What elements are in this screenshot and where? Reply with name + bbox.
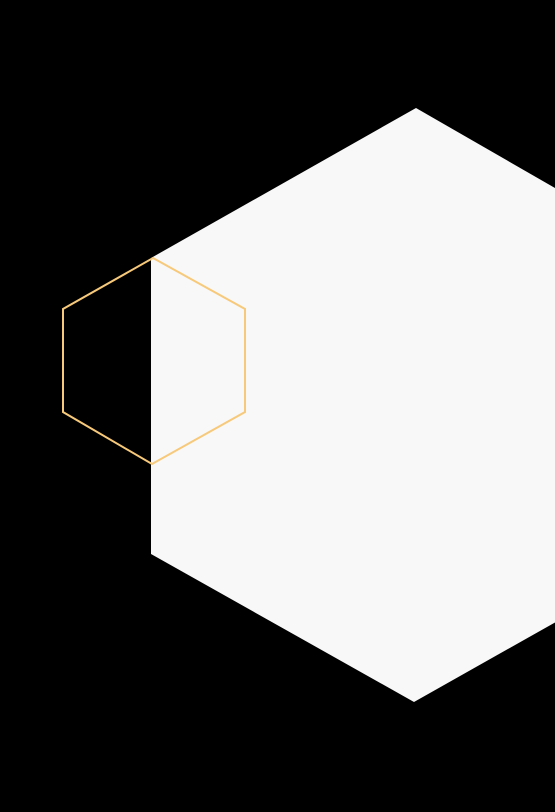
large-hexagon-shape [151,108,555,702]
outline-hexagon-shape [62,256,246,466]
